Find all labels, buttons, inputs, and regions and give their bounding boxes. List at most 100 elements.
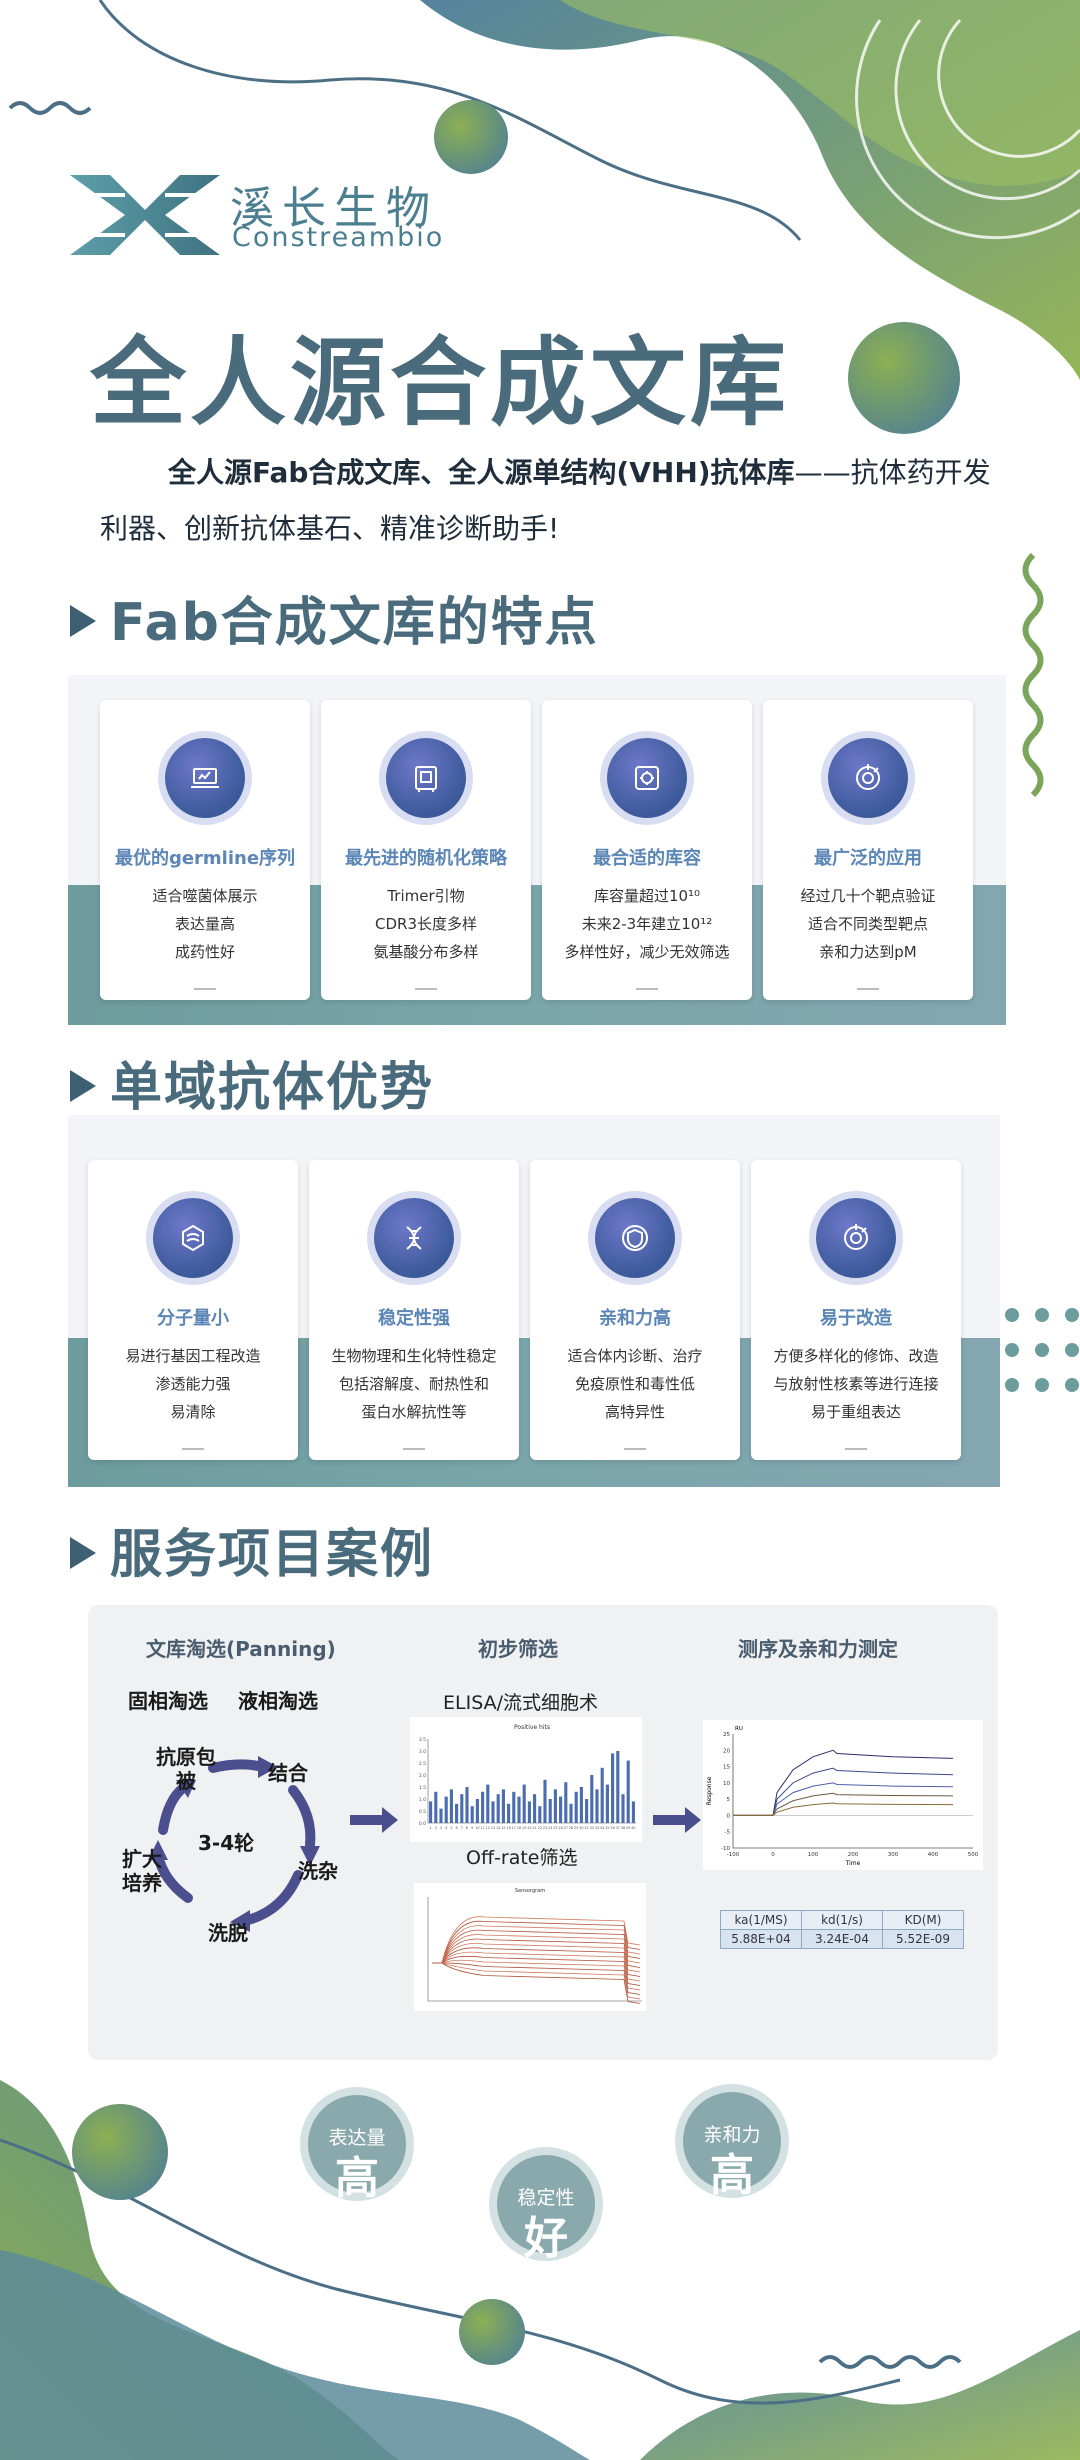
sequencing-affinity-header: 测序及亲和力测定 bbox=[738, 1637, 898, 1661]
spr-y-tick: 25 bbox=[723, 1732, 730, 1738]
laptop-icon bbox=[165, 738, 245, 818]
kinetics-header-ka: ka(1/MS) bbox=[720, 1910, 802, 1930]
badge-affinity-value: 高 bbox=[710, 2150, 754, 2201]
elisa-x-tick: 8 bbox=[466, 1826, 468, 1830]
spr-y-tick: 0 bbox=[727, 1813, 731, 1819]
elisa-y-tick: 3.5 bbox=[419, 1737, 426, 1743]
spr-series-line bbox=[733, 1792, 954, 1816]
panning-cycle-diagram bbox=[148, 1756, 320, 1932]
elisa-y-tick: 1.0 bbox=[419, 1797, 426, 1803]
elisa-bar bbox=[501, 1789, 505, 1823]
elisa-x-tick: 11 bbox=[480, 1826, 484, 1830]
step-elution: 洗脱 bbox=[208, 1921, 248, 1945]
offrate-curve bbox=[432, 1929, 641, 1964]
kinetics-table: ka(1/MS) kd(1/s) KD(M) 5.88E+04 3.24E-04… bbox=[720, 1910, 964, 1949]
elisa-bar bbox=[455, 1803, 459, 1823]
elisa-bar bbox=[486, 1784, 490, 1823]
spr-y-tick: -10 bbox=[721, 1846, 730, 1852]
panning-header: 文库淘选(Panning) bbox=[146, 1637, 336, 1661]
elisa-x-tick: 15 bbox=[501, 1826, 505, 1830]
spr-series-line bbox=[733, 1782, 954, 1816]
elisa-bar bbox=[481, 1791, 485, 1823]
elisa-x-tick: 16 bbox=[506, 1826, 510, 1830]
elisa-bar bbox=[605, 1784, 609, 1823]
elisa-x-tick: 20 bbox=[527, 1826, 531, 1830]
elisa-bar bbox=[439, 1808, 443, 1823]
elisa-bar bbox=[600, 1767, 604, 1823]
safe-icon bbox=[386, 738, 466, 818]
spr-series-line bbox=[733, 1767, 954, 1816]
elisa-bar bbox=[548, 1799, 552, 1823]
single-card-line: 包括溶解度、耐热性和 bbox=[338, 1375, 489, 1393]
elisa-x-tick: 34 bbox=[600, 1826, 604, 1830]
elisa-bar bbox=[491, 1801, 495, 1823]
elisa-bar bbox=[470, 1806, 474, 1823]
fab-card-line: 亲和力达到pM bbox=[819, 943, 917, 961]
brand-name-cn: 溪长生物 bbox=[230, 183, 438, 234]
single-card-title: 易于改造 bbox=[820, 1308, 892, 1329]
fab-card-line: 成药性好 bbox=[174, 943, 235, 961]
card-divider bbox=[636, 988, 658, 990]
elisa-x-tick: 40 bbox=[631, 1826, 635, 1830]
single-card-line: 生物物理和生化特性稳定 bbox=[331, 1347, 497, 1365]
kinetics-value-KD: 5.52E-09 bbox=[882, 1929, 964, 1949]
elisa-x-tick: 5 bbox=[450, 1826, 452, 1830]
single-card-4: 易于改造方便多样化的修饰、改造与放射性核素等进行连接易于重组表达 bbox=[751, 1160, 961, 1460]
brand-name-en: Constreambio bbox=[232, 222, 445, 253]
intro-bold: 全人源Fab合成文库、全人源单结构(VHH)抗体库 bbox=[168, 456, 795, 489]
section-title-fab: Fab合成文库的特点 bbox=[70, 580, 599, 655]
elisa-bar bbox=[449, 1789, 453, 1823]
badge-affinity-label: 亲和力 bbox=[703, 2124, 761, 2146]
kinetics-header-KD: KD(M) bbox=[882, 1910, 964, 1930]
section-title-fab-text: Fab合成文库的特点 bbox=[110, 593, 599, 653]
arrow-right-icon bbox=[350, 1807, 398, 1833]
spr-y-label: Response bbox=[706, 1776, 713, 1805]
elisa-chart-title: Positive hits bbox=[514, 1724, 550, 1731]
step-amplification: 扩大培养 bbox=[122, 1847, 162, 1895]
elisa-bar bbox=[616, 1751, 620, 1823]
service-case-panel: 文库淘选(Panning) 固相淘选 液相淘选 抗原包被 结合 洗杂 洗脱 扩大… bbox=[88, 1605, 998, 2060]
spr-x-tick: 100 bbox=[808, 1852, 819, 1858]
spr-series-line bbox=[733, 1802, 954, 1816]
elisa-bar bbox=[429, 1801, 433, 1823]
elisa-y-tick: 0.5 bbox=[419, 1809, 426, 1815]
fab-card-line: CDR3长度多样 bbox=[375, 915, 477, 933]
fab-card-title: 最优的germline序列 bbox=[114, 848, 296, 869]
badge-expression-label: 表达量 bbox=[328, 2127, 386, 2149]
fab-card-line: Trimer引物 bbox=[387, 887, 465, 905]
elisa-x-tick: 37 bbox=[616, 1826, 620, 1830]
round-count: 3-4轮 bbox=[198, 1831, 255, 1855]
triangle-bullet-icon bbox=[70, 1070, 96, 1102]
spr-y-unit: RU bbox=[735, 1726, 743, 1732]
fab-card-line: 氨基酸分布多样 bbox=[373, 943, 479, 961]
section-title-service: 服务项目案例 bbox=[70, 1512, 434, 1587]
elisa-x-tick: 23 bbox=[543, 1826, 547, 1830]
elisa-x-tick: 26 bbox=[558, 1826, 562, 1830]
target-icon bbox=[816, 1198, 896, 1278]
single-card-line: 易清除 bbox=[170, 1403, 216, 1421]
section-title-single-text: 单域抗体优势 bbox=[110, 1058, 435, 1118]
elisa-x-tick: 28 bbox=[569, 1826, 573, 1830]
spr-x-tick: 500 bbox=[968, 1852, 979, 1858]
offrate-label: Off-rate筛选 bbox=[466, 1847, 578, 1869]
elisa-x-tick: 35 bbox=[605, 1826, 609, 1830]
badge-stability: 稳定性 好 bbox=[497, 2155, 595, 2264]
page-title: 全人源合成文库 bbox=[90, 327, 790, 439]
offrate-chart-title: Sensorgram bbox=[515, 1888, 545, 1894]
card-divider bbox=[403, 1448, 425, 1450]
elisa-x-tick: 19 bbox=[522, 1826, 526, 1830]
offrate-axis bbox=[427, 1897, 642, 2002]
elisa-y-tick: 3.0 bbox=[419, 1749, 426, 1755]
single-card-line: 方便多样化的修饰、改造 bbox=[773, 1347, 939, 1365]
elisa-x-tick: 10 bbox=[475, 1826, 479, 1830]
elisa-x-tick: 9 bbox=[471, 1826, 473, 1830]
elisa-x-tick: 31 bbox=[584, 1826, 588, 1830]
spr-x-label: Time bbox=[845, 1860, 861, 1867]
elisa-x-tick: 24 bbox=[548, 1826, 552, 1830]
elisa-bar bbox=[585, 1799, 589, 1823]
shield-icon bbox=[595, 1198, 675, 1278]
screening-header: 初步筛选 bbox=[478, 1637, 558, 1661]
